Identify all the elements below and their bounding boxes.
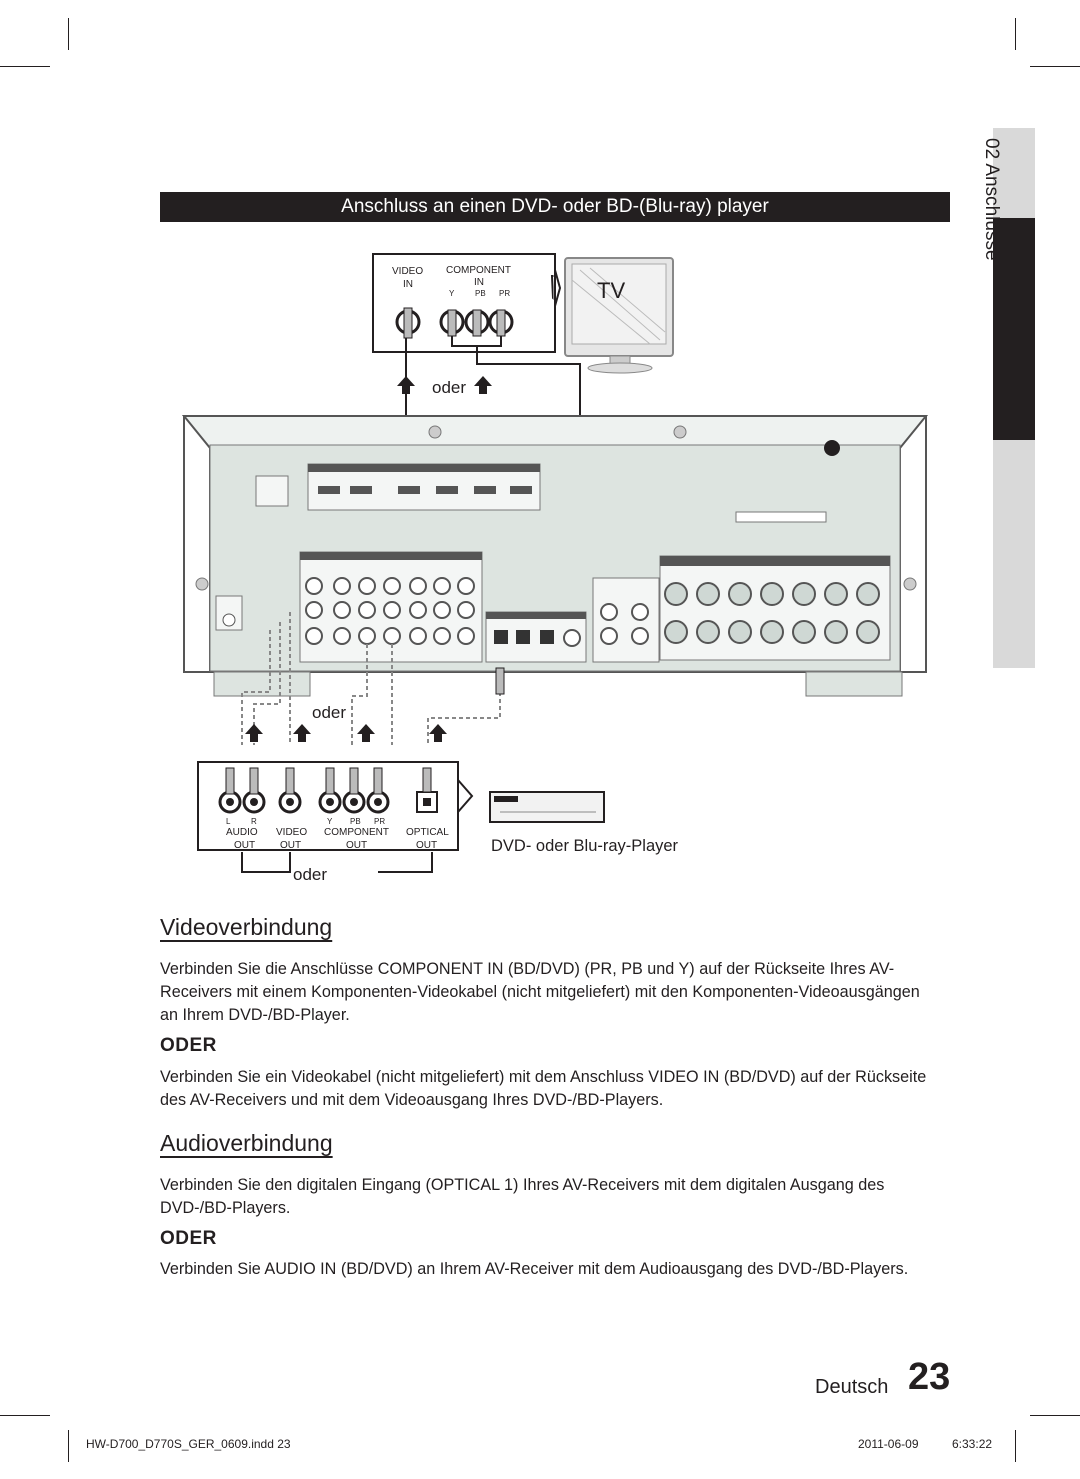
video-paragraph-1: Verbinden Sie die Anschlüsse COMPONENT I… (160, 960, 920, 1024)
video-paragraph-2: Verbinden Sie ein Videokabel (nicht mitg… (160, 1068, 927, 1109)
dvd-pr: PR (374, 817, 385, 826)
tv-component-in: IN (474, 277, 484, 288)
audio-paragraph-2: Verbinden Sie AUDIO IN (BD/DVD) an Ihrem… (160, 1260, 909, 1278)
tv-pr-label: PR (499, 289, 510, 298)
dvd-audio-l: L (226, 817, 231, 826)
dvd-component-out: OUT (346, 840, 367, 851)
dvd-player-label: DVD- oder Blu-ray-Player (491, 837, 679, 855)
crop-mark (1015, 1430, 1016, 1462)
connection-diagram: VIDEO IN COMPONENT IN Y PB PR TV oder (181, 253, 929, 884)
dvd-y: Y (327, 817, 333, 826)
crop-mark (68, 1430, 69, 1462)
section-header: Anschluss an einen DVD- oder BD-(Blu-ray… (160, 192, 950, 222)
crop-mark (0, 1415, 50, 1416)
tv-label: TV (597, 278, 625, 303)
dvd-video-label: VIDEO (276, 827, 307, 838)
crop-mark (1030, 1415, 1080, 1416)
tv-y-label: Y (449, 289, 455, 298)
dvd-pb: PB (350, 817, 361, 826)
audio-paragraph-1: Verbinden Sie den digitalen Eingang (OPT… (160, 1176, 885, 1217)
dvd-video-out: OUT (280, 840, 301, 851)
oder-label-1: ODER (160, 1035, 217, 1056)
crop-mark (68, 18, 69, 50)
section-tab (965, 128, 1035, 668)
dvd-audio-out: OUT (234, 840, 255, 851)
audio-heading: Audioverbindung (160, 1130, 333, 1156)
video-heading: Videoverbindung (160, 914, 333, 940)
dvd-component-label: COMPONENT (324, 827, 389, 838)
dvd-optical-out: OUT (416, 840, 437, 851)
oder-top: oder (432, 378, 466, 397)
dvd-audio-label: AUDIO (226, 827, 258, 838)
slug-time: 6:33:22 (952, 1437, 993, 1451)
page-number: 23 (908, 1356, 951, 1398)
dvd-optical-label: OPTICAL (406, 827, 449, 838)
oder-label-2: ODER (160, 1228, 217, 1249)
slug-date: 2011-06-09 (858, 1437, 919, 1451)
tv-video-in: IN (403, 279, 413, 290)
oder-mid: oder (312, 703, 346, 722)
dvd-audio-r: R (251, 817, 257, 826)
footer-language: Deutsch (815, 1376, 889, 1398)
slug-file: HW-D700_D770S_GER_0609.indd 23 (86, 1437, 291, 1451)
crop-mark (1015, 18, 1016, 50)
oder-bottom: oder (293, 865, 327, 884)
crop-mark (0, 66, 50, 67)
section-tab-label: 02 Anschlüsse (981, 138, 1002, 261)
crop-mark (1030, 66, 1080, 67)
tv-component-label: COMPONENT (446, 265, 511, 276)
tv-video-label: VIDEO (392, 266, 423, 277)
tv-pb-label: PB (475, 289, 486, 298)
